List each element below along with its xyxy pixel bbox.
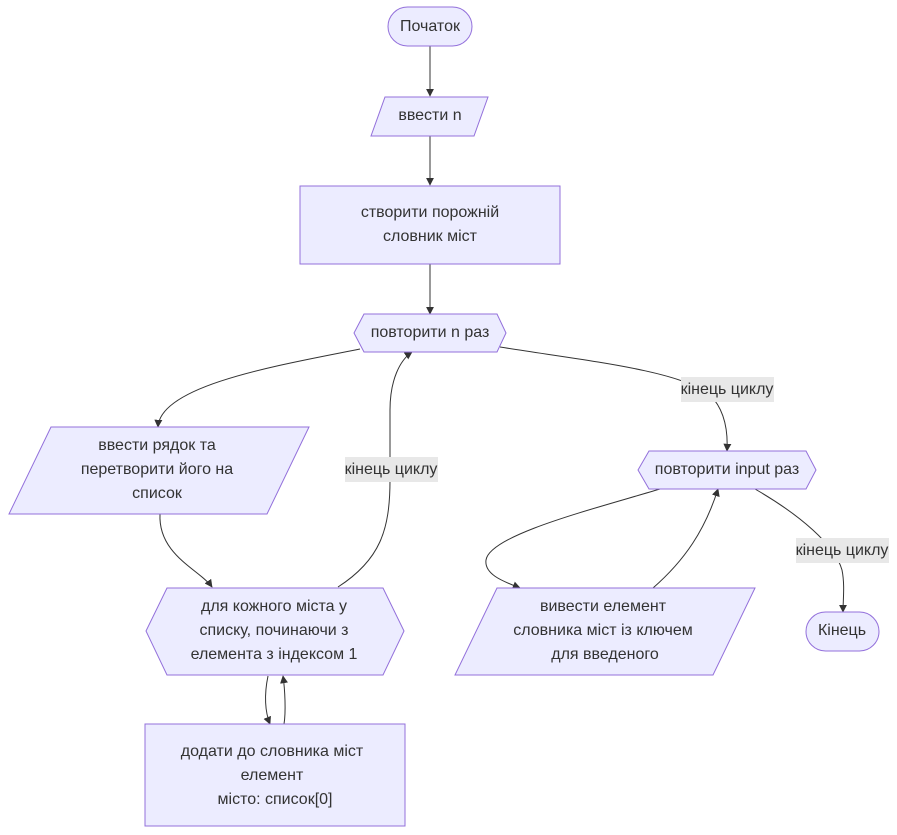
edge-label-loop-end-2: кінець циклу: [681, 377, 774, 402]
node-output-line-2: словника міст із ключем: [513, 622, 692, 639]
node-create-dict-line-1: створити порожній: [361, 204, 499, 221]
node-end-label: Кінець: [818, 622, 866, 639]
node-repeat-input-label: повторити input раз: [655, 461, 799, 478]
node-add-line-2: елемент: [241, 767, 304, 784]
edge-label-loop-end-3-text: кінець циклу: [796, 542, 889, 559]
node-input-n: ввести n: [370, 96, 489, 137]
edge-add-to-for-each: [280, 675, 288, 725]
edge-repeat-input-to-end: [754, 488, 848, 613]
node-input-row-line-1: ввести рядок та: [98, 437, 216, 454]
node-end: Кінець: [805, 611, 880, 652]
edge-label-loop-end-1: кінець циклу: [345, 457, 438, 482]
node-output-line-3: для введеного: [551, 646, 659, 663]
node-for-each-line-1: для кожного міста у: [201, 598, 347, 615]
edge-repeat-n-to-input-row: [154, 348, 361, 428]
edge-output-to-repeat-input: [652, 488, 720, 589]
node-input-row-line-3: список: [132, 485, 183, 502]
node-repeat-input: повторити input раз: [637, 450, 817, 490]
edge-repeat-input-to-output: [485, 488, 661, 590]
node-input-row-line-2: перетворити його на: [81, 461, 233, 478]
node-add-to-dict: додати до словника міст елемент місто: с…: [144, 723, 406, 827]
node-input-row: ввести рядок та перетворити його на спис…: [8, 426, 310, 515]
node-for-each-city: для кожного міста у списку, починаючи з …: [145, 587, 405, 676]
edge-for-each-to-add: [263, 675, 271, 725]
node-repeat-n-label: повторити n раз: [371, 324, 490, 341]
node-output-line-1: вивести елемент: [540, 598, 667, 615]
node-create-dict: створити порожній словник міст: [299, 185, 561, 265]
node-start-label: Початок: [400, 18, 461, 35]
edge-label-loop-end-1-text: кінець циклу: [345, 461, 438, 478]
node-start: Початок: [387, 6, 473, 47]
node-create-dict-line-2: словник міст: [383, 228, 478, 245]
node-add-line-1: додати до словника міст: [181, 743, 364, 760]
node-output-element: вивести елемент словника міст із ключем …: [454, 587, 756, 676]
edge-label-loop-end-3: кінець циклу: [796, 538, 889, 563]
node-for-each-line-3: елемента з індексом 1: [191, 646, 358, 663]
edge-label-loop-end-2-text: кінець циклу: [681, 381, 774, 398]
node-input-n-label: ввести n: [398, 107, 461, 124]
node-for-each-line-2: списку, починаючи з: [200, 622, 349, 639]
edge-input-row-to-for-each: [159, 513, 213, 588]
node-add-line-3: місто: список[0]: [218, 791, 333, 808]
node-repeat-n: повторити n раз: [353, 313, 507, 353]
